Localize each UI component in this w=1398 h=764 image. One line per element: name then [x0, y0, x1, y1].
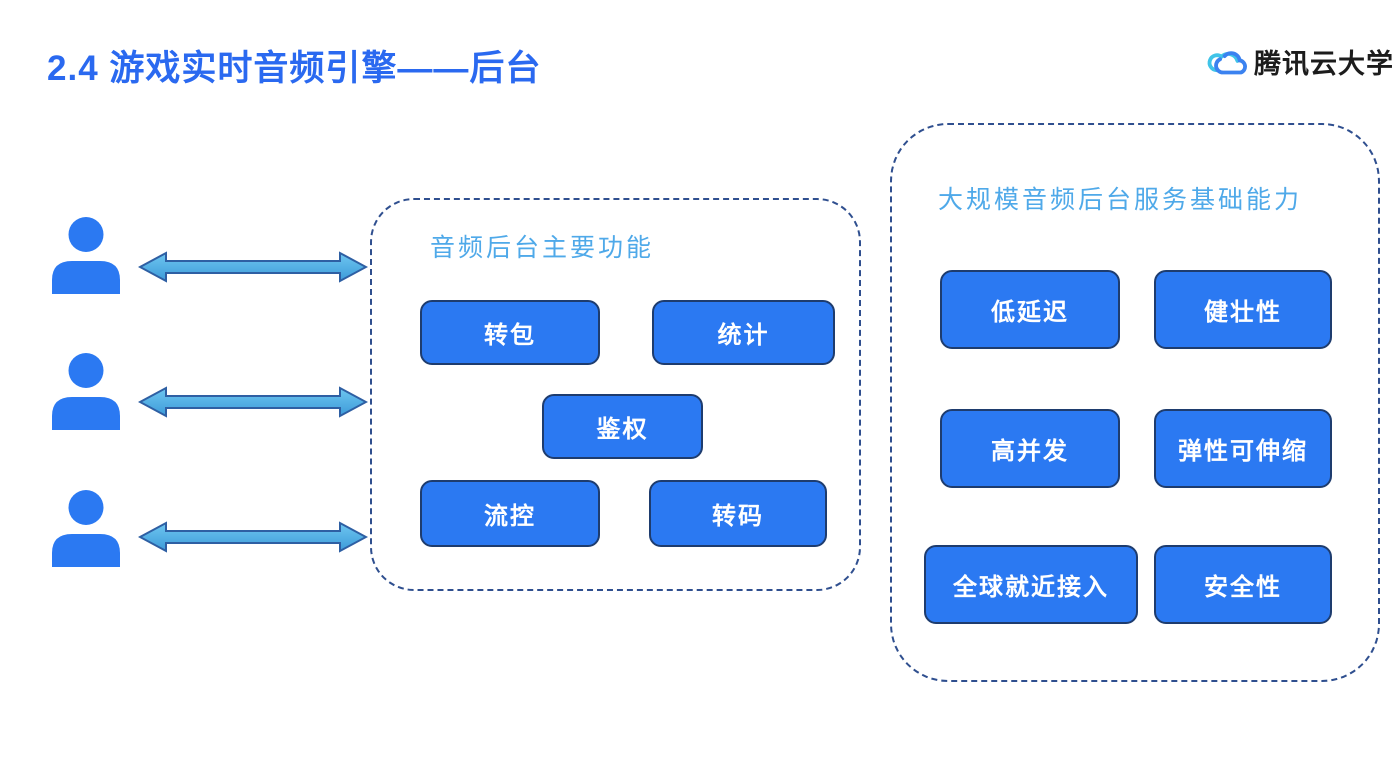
- brand-name: 腾讯云大学: [1254, 49, 1394, 79]
- panel-title: 大规模音频后台服务基础能力: [938, 186, 1303, 214]
- function-box-1: 转包: [420, 300, 600, 365]
- function-box-4: 流控: [420, 480, 600, 547]
- capability-box-6: 安全性: [1154, 545, 1332, 624]
- capability-box-1: 低延迟: [940, 270, 1120, 349]
- service-capabilities-panel: 大规模音频后台服务基础能力 低延迟 健壮性 高并发 弹性可伸缩 全球就近接入 安…: [890, 123, 1380, 682]
- user-icon: [50, 217, 122, 294]
- brand-logo: 腾讯云大学: [1205, 42, 1394, 81]
- function-box-5: 转码: [649, 480, 827, 547]
- user-icon: [50, 490, 122, 567]
- tencent-cloud-icon: [1207, 50, 1247, 74]
- double-headed-arrow-icon: [138, 250, 368, 284]
- capability-box-3: 高并发: [940, 409, 1120, 488]
- capability-box-5: 全球就近接入: [924, 545, 1138, 624]
- double-headed-arrow-icon: [138, 385, 368, 419]
- panel-title: 音频后台主要功能: [430, 234, 655, 262]
- function-box-3: 鉴权: [542, 394, 703, 459]
- function-box-2: 统计: [652, 300, 835, 365]
- audio-backend-functions-panel: 音频后台主要功能 转包 统计 鉴权 流控 转码: [370, 198, 861, 591]
- double-headed-arrow-icon: [138, 520, 368, 554]
- capability-box-2: 健壮性: [1154, 270, 1332, 349]
- page-title: 2.4 游戏实时音频引擎——后台: [47, 49, 542, 88]
- capability-box-4: 弹性可伸缩: [1154, 409, 1332, 488]
- user-icon: [50, 353, 122, 430]
